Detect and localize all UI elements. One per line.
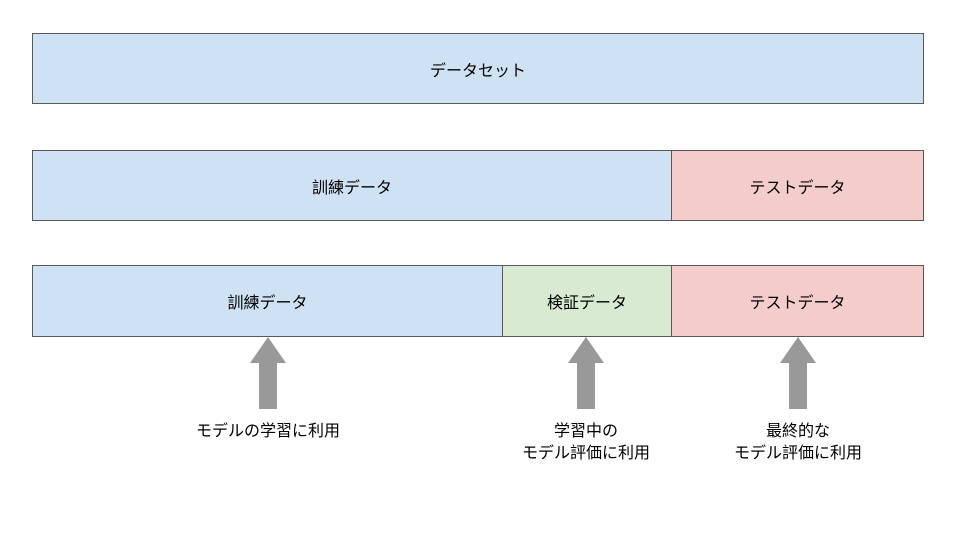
train-caption: モデルの学習に利用 bbox=[168, 420, 368, 442]
test-label-row2: テストデータ bbox=[749, 177, 846, 197]
up-arrow-icon bbox=[568, 337, 604, 409]
validation-caption: 学習中の モデル評価に利用 bbox=[486, 420, 686, 464]
train-caption-line: モデルの学習に利用 bbox=[195, 421, 340, 440]
test-label-row3: テストデータ bbox=[749, 293, 846, 312]
train-label-row3: 訓練データ bbox=[227, 293, 308, 312]
train-box-row2: 訓練データ bbox=[32, 150, 672, 221]
validation-box-row3: 検証データ bbox=[502, 265, 672, 337]
test-caption-line2: モデル評価に利用 bbox=[733, 443, 862, 462]
validation-label-row3: 検証データ bbox=[546, 293, 627, 312]
test-caption-line1: 最終的な bbox=[765, 421, 830, 440]
dataset-box: データセット bbox=[32, 33, 924, 104]
dataset-label: データセット bbox=[429, 60, 526, 80]
validation-caption-line1: 学習中の bbox=[553, 421, 618, 440]
up-arrow-icon bbox=[780, 337, 816, 409]
train-box-row3: 訓練データ bbox=[32, 265, 503, 337]
up-arrow-icon bbox=[250, 337, 286, 409]
test-caption: 最終的な モデル評価に利用 bbox=[698, 420, 898, 464]
validation-caption-line2: モデル評価に利用 bbox=[521, 443, 650, 462]
test-box-row2: テストデータ bbox=[671, 150, 924, 221]
train-label-row2: 訓練データ bbox=[311, 177, 392, 197]
test-box-row3: テストデータ bbox=[671, 265, 924, 337]
